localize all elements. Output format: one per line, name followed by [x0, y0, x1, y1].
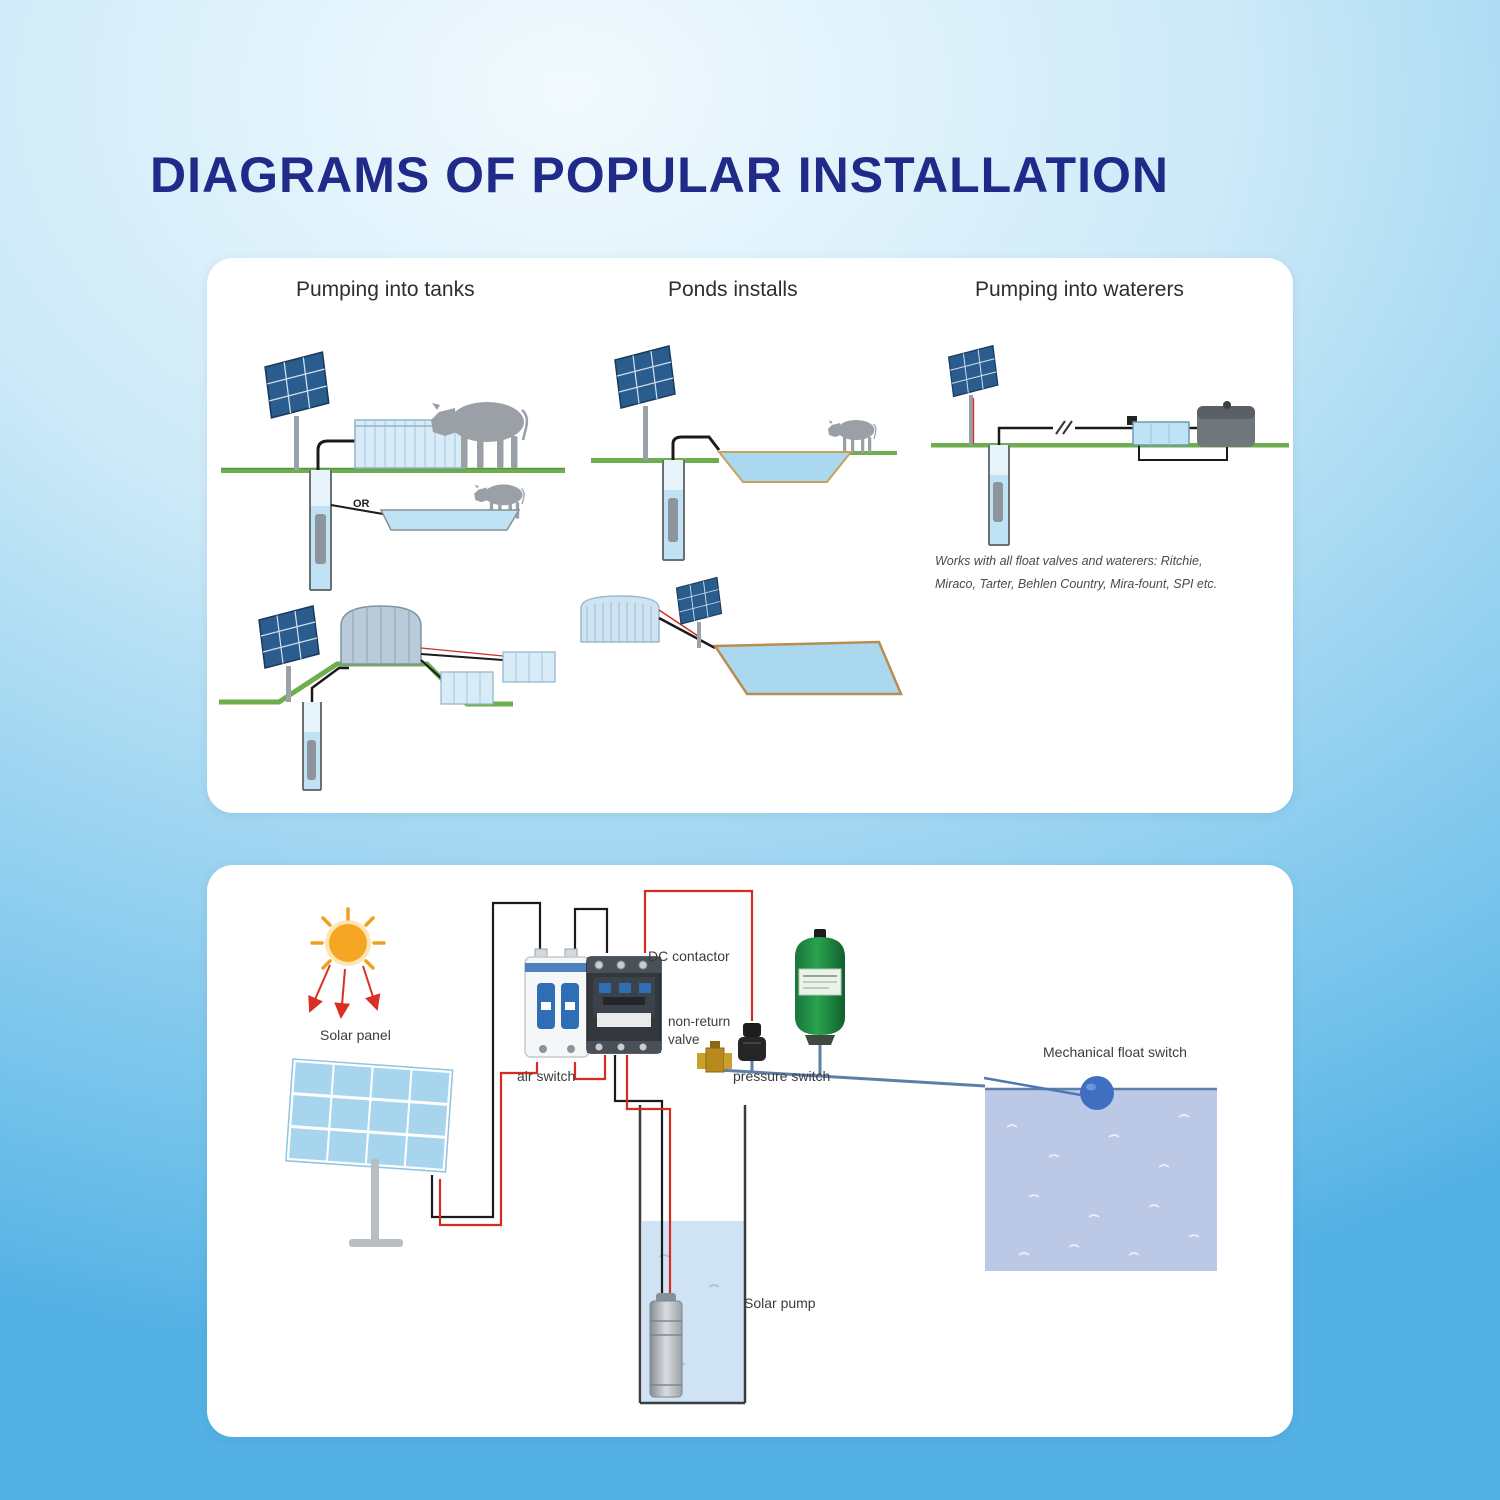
- well: [309, 470, 332, 591]
- pipe-break-icon: [1055, 420, 1073, 435]
- cow-icon: [827, 419, 877, 454]
- pressure-tank-icon: [795, 929, 845, 1045]
- mechanical-float-switch-label: Mechanical float switch: [1043, 1044, 1187, 1060]
- waterers-install-diagram: [931, 345, 1289, 546]
- well: [662, 460, 685, 561]
- barn-icon: [580, 595, 660, 643]
- pipe: [658, 616, 716, 650]
- ground: [221, 468, 565, 473]
- installation-diagrams-art: [219, 345, 1289, 791]
- air-switch-label: air switch: [517, 1068, 576, 1084]
- submersible-pump-icon: [668, 498, 678, 542]
- solar-panel-icon: [948, 345, 999, 398]
- pond-icon: [716, 451, 854, 483]
- submersible-pump-icon: [993, 482, 1003, 522]
- pressure-switch-icon: [738, 1023, 766, 1061]
- wire-black: [613, 1055, 664, 1295]
- hill-tank-install-diagram: [219, 605, 556, 791]
- non-return-valve-label: non-return valve: [668, 1014, 731, 1047]
- waterer-icon: [1197, 401, 1255, 447]
- dc-contactor-label: DC contactor: [648, 948, 730, 964]
- wire-red: [625, 1055, 672, 1295]
- installation-diagrams-card: Pumping into tanks Ponds installs Pumpin…: [207, 258, 1293, 813]
- tanks-install-diagram: [221, 351, 565, 591]
- trough-alternative: [330, 483, 525, 531]
- air-switch-icon: [524, 948, 590, 1058]
- section-title-waterers: Pumping into waterers: [975, 278, 1184, 301]
- wiring-diagram-art: [285, 889, 1217, 1405]
- water-trough-icon: [1132, 421, 1190, 446]
- well: [988, 445, 1010, 546]
- or-label: OR: [353, 498, 370, 510]
- solar-panel-icon: [258, 605, 320, 669]
- underground-line: [1138, 445, 1228, 461]
- wire-black: [573, 907, 609, 953]
- water-pipe: [718, 1068, 986, 1088]
- solar-panel-icon: [675, 576, 723, 625]
- pipe: [671, 435, 721, 460]
- sun-icon: [308, 907, 386, 1019]
- pressure-switch-label: pressure switch: [733, 1068, 831, 1084]
- solar-pump-label: Solar pump: [744, 1295, 816, 1311]
- dc-contactor-icon: [586, 956, 662, 1054]
- pipe: [316, 439, 355, 470]
- storage-tank-icon: [340, 605, 422, 665]
- water-tank: [985, 1087, 1217, 1271]
- compatibility-note: Works with all float valves and waterers…: [935, 554, 1218, 592]
- wire-black: [430, 901, 542, 1219]
- pond-solar-install-diagram: [580, 576, 903, 696]
- wire-red: [658, 609, 702, 639]
- float-valve-icon: [1127, 416, 1137, 425]
- water-trough-icon: [379, 509, 521, 531]
- sun-arrows: [308, 964, 381, 1019]
- section-title-ponds: Ponds installs: [668, 278, 798, 301]
- wire-red: [420, 647, 504, 657]
- pipe: [310, 666, 349, 702]
- ponds-install-diagram: [591, 345, 897, 561]
- submersible-pump-icon: [315, 514, 326, 564]
- solar-panel-icon: [285, 1058, 454, 1247]
- page-title: DIAGRAMS OF POPULAR INSTALLATION: [150, 147, 1169, 203]
- pond-icon: [712, 640, 903, 696]
- ground: [591, 458, 719, 463]
- well: [302, 702, 322, 791]
- wire-red: [573, 1055, 607, 1081]
- solar-pump-icon: [649, 1293, 683, 1398]
- wave-marks: [1006, 1114, 1200, 1256]
- ground: [931, 443, 1289, 448]
- wire-red: [643, 889, 754, 1021]
- wire-red: [438, 1062, 539, 1227]
- small-tank-icon: [440, 671, 494, 705]
- non-return-valve-icon: [697, 1041, 732, 1073]
- solar-panel-label: Solar panel: [320, 1027, 391, 1043]
- solar-panel-icon: [264, 351, 330, 419]
- circuit-wires: [430, 889, 754, 1295]
- wiring-diagram-card: Solar panel air switch DC contactor non-…: [207, 865, 1293, 1437]
- solar-panel-icon: [614, 345, 676, 409]
- pipe: [420, 653, 504, 679]
- small-tank-icon: [502, 651, 556, 683]
- submersible-pump-icon: [307, 740, 316, 780]
- float-switch-icon: [983, 1076, 1114, 1110]
- section-title-tanks: Pumping into tanks: [296, 278, 475, 301]
